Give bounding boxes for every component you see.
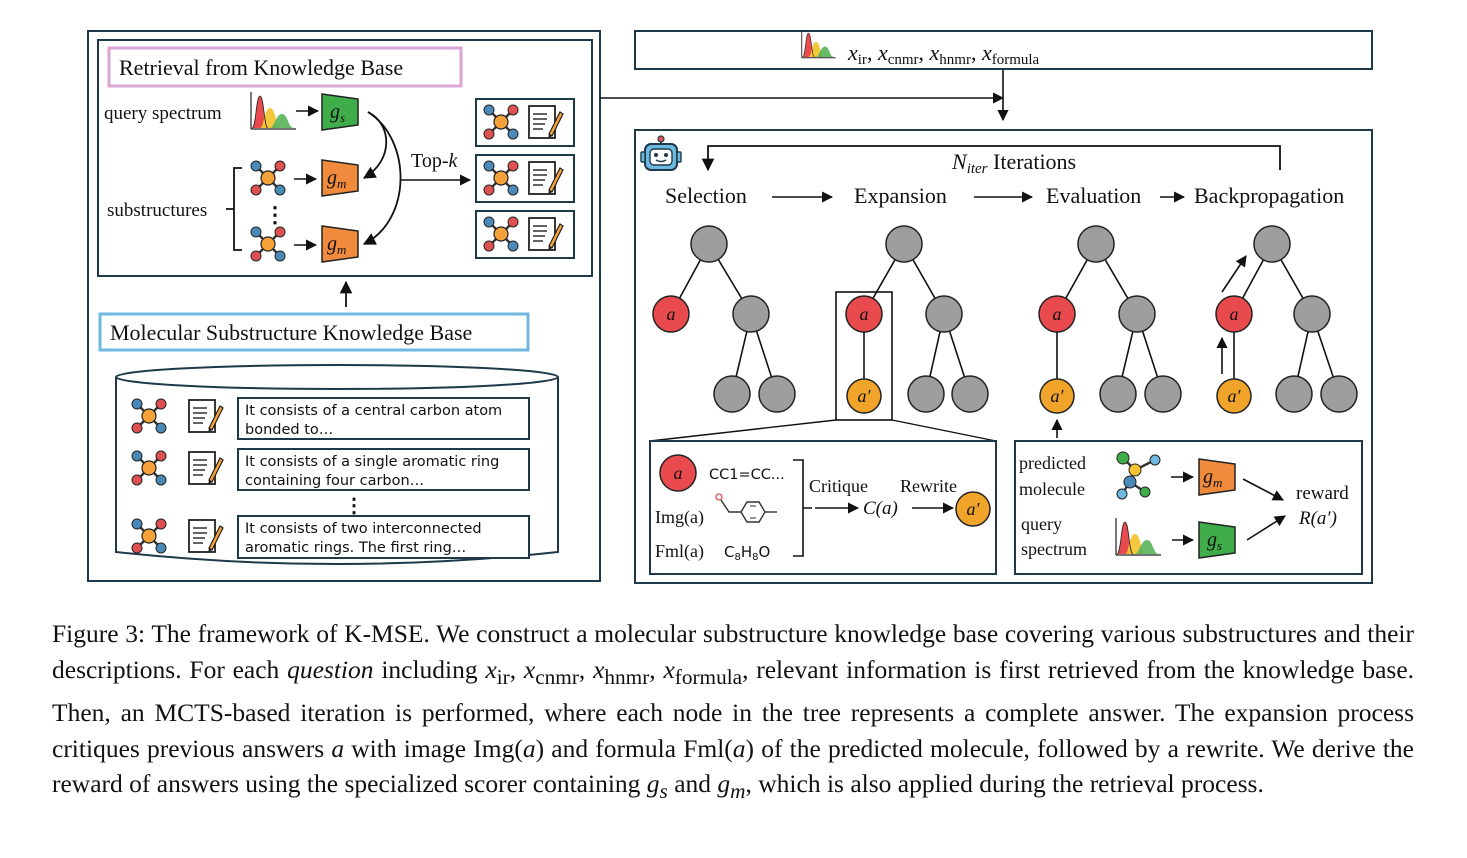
kb-entry-line: It consists of a central carbon atom bbox=[245, 403, 502, 419]
input-bar bbox=[634, 30, 1373, 70]
robot-icon bbox=[640, 135, 682, 171]
fml-label: Fml(a) bbox=[655, 541, 704, 562]
gm-scorer-icon bbox=[1198, 458, 1236, 496]
kb-entry bbox=[237, 515, 530, 559]
answer-node-a-prime bbox=[955, 491, 991, 527]
expansion-highlight-box bbox=[835, 291, 893, 421]
gs-scorer-icon bbox=[1198, 521, 1236, 559]
gm-label: gm bbox=[327, 167, 346, 191]
reward-expr: R(a′) bbox=[1298, 508, 1337, 529]
gm-scorer-icon bbox=[321, 159, 359, 197]
kb-entry bbox=[237, 448, 530, 491]
gm-label: gm bbox=[1203, 466, 1222, 490]
kb-entry-line: It consists of two interconnected bbox=[245, 521, 482, 537]
selection-tree: a bbox=[652, 225, 796, 413]
caption-text: m bbox=[730, 779, 746, 804]
predicted-molecule-label: molecule bbox=[1019, 479, 1085, 499]
caption-text: question bbox=[287, 654, 374, 684]
gs-label: gs bbox=[1207, 529, 1222, 553]
node-label: a bbox=[860, 304, 869, 324]
node-label: a′ bbox=[1228, 386, 1242, 406]
critique-label: Critique bbox=[809, 476, 868, 496]
kb-entry bbox=[237, 397, 530, 440]
substructures-bracket bbox=[226, 167, 242, 251]
caption-text: , which is also applied during the retri… bbox=[745, 769, 1264, 799]
retrieval-box bbox=[97, 39, 593, 277]
node-label: a′ bbox=[967, 499, 981, 519]
spectrum-icon bbox=[250, 91, 297, 130]
reward-label: reward bbox=[1296, 483, 1349, 504]
retrieval-title: Retrieval from Knowledge Base bbox=[119, 55, 403, 80]
node-label: a bbox=[674, 463, 683, 483]
node-label: a bbox=[1053, 304, 1062, 324]
answer-node-a bbox=[652, 295, 690, 333]
caption-text: g bbox=[646, 769, 660, 799]
stage-selection: Selection bbox=[665, 183, 747, 208]
caption-text: g bbox=[717, 769, 731, 799]
mcts-panel-frame bbox=[634, 129, 1373, 584]
caption-text: , relevant information is first retrieve… bbox=[52, 654, 1415, 763]
query-spectrum-label: spectrum bbox=[1021, 539, 1087, 559]
query-spectrum-label: query bbox=[1021, 514, 1062, 534]
rewrite-label: Rewrite bbox=[900, 476, 957, 496]
kb-title: Molecular Substructure Knowledge Base bbox=[110, 320, 472, 345]
critique-expr: C(a) bbox=[863, 498, 898, 519]
molecule-structure-icon bbox=[715, 493, 777, 523]
substructures-label: substructures bbox=[107, 200, 207, 221]
node-label: a bbox=[667, 304, 676, 324]
left-panel-frame bbox=[87, 30, 601, 582]
kb-entry-line: containing four carbon… bbox=[245, 473, 424, 489]
gm-scorer-icon bbox=[321, 225, 359, 263]
evaluation-detail-box bbox=[1014, 440, 1363, 575]
topk-label: Top-k bbox=[411, 150, 458, 172]
gs-label: gs bbox=[330, 101, 345, 125]
vertical-ellipsis: ⋮ bbox=[344, 495, 364, 517]
node-label: a′ bbox=[1051, 386, 1065, 406]
gm-label: gm bbox=[327, 233, 346, 257]
caption-text: ) and formula Fml( bbox=[535, 733, 733, 763]
answer-node-a bbox=[659, 454, 697, 492]
molecule-icon bbox=[249, 159, 287, 197]
stage-backpropagation: Backpropagation bbox=[1194, 183, 1344, 208]
kb-entry-line: aromatic rings. The first ring… bbox=[245, 540, 466, 556]
retrieval-title-box bbox=[107, 46, 463, 88]
caption-text: including bbox=[373, 654, 486, 684]
img-label: Img(a) bbox=[655, 507, 704, 528]
caption-text: s bbox=[659, 779, 668, 804]
node-label: a bbox=[1230, 304, 1239, 324]
iteration-loop-arrow bbox=[701, 145, 1281, 172]
framework-diagram: Retrieval from Knowledge Base query spec… bbox=[87, 29, 1373, 584]
smiles-text: CC1=CC... bbox=[709, 467, 785, 483]
input-variables: xir, xcnmr, xhnmr, xformula bbox=[847, 40, 1040, 68]
kb-entry-line: It consists of a single aromatic ring bbox=[245, 454, 499, 470]
caption-text: ) of the predicted molecule, followed by… bbox=[52, 733, 1414, 799]
predicted-molecule-label: predicted bbox=[1019, 453, 1086, 473]
backprop-tree: a a′ bbox=[1215, 225, 1358, 414]
figure-caption: Figure 3: The framework of K-MSE. We con… bbox=[52, 619, 1415, 804]
expansion-tree: a a′ bbox=[649, 225, 997, 442]
caption-text: with image Img( bbox=[344, 733, 523, 763]
stage-expansion: Expansion bbox=[854, 183, 947, 208]
caption-text: and bbox=[667, 769, 718, 799]
vertical-ellipsis: ⋮ bbox=[264, 202, 286, 227]
molecule-icon bbox=[249, 225, 287, 263]
caption-text: a bbox=[331, 733, 345, 763]
predicted-molecule-icon bbox=[1116, 451, 1161, 500]
evaluation-tree: a a′ bbox=[1038, 225, 1182, 438]
query-spectrum-label: query spectrum bbox=[104, 103, 222, 124]
gs-scorer-icon bbox=[321, 93, 359, 131]
stage-evaluation: Evaluation bbox=[1046, 183, 1141, 208]
caption-text: Figure 3: The framework of K-MSE. We con… bbox=[52, 619, 1414, 684]
kb-title-box bbox=[98, 312, 530, 352]
kb-entry-line: bonded to… bbox=[245, 422, 333, 438]
node-label: a′ bbox=[858, 386, 872, 406]
iterations-label: Niter Iterations bbox=[951, 149, 1076, 177]
expansion-bracket bbox=[793, 459, 812, 557]
formula-text: C8H8O bbox=[724, 543, 770, 563]
